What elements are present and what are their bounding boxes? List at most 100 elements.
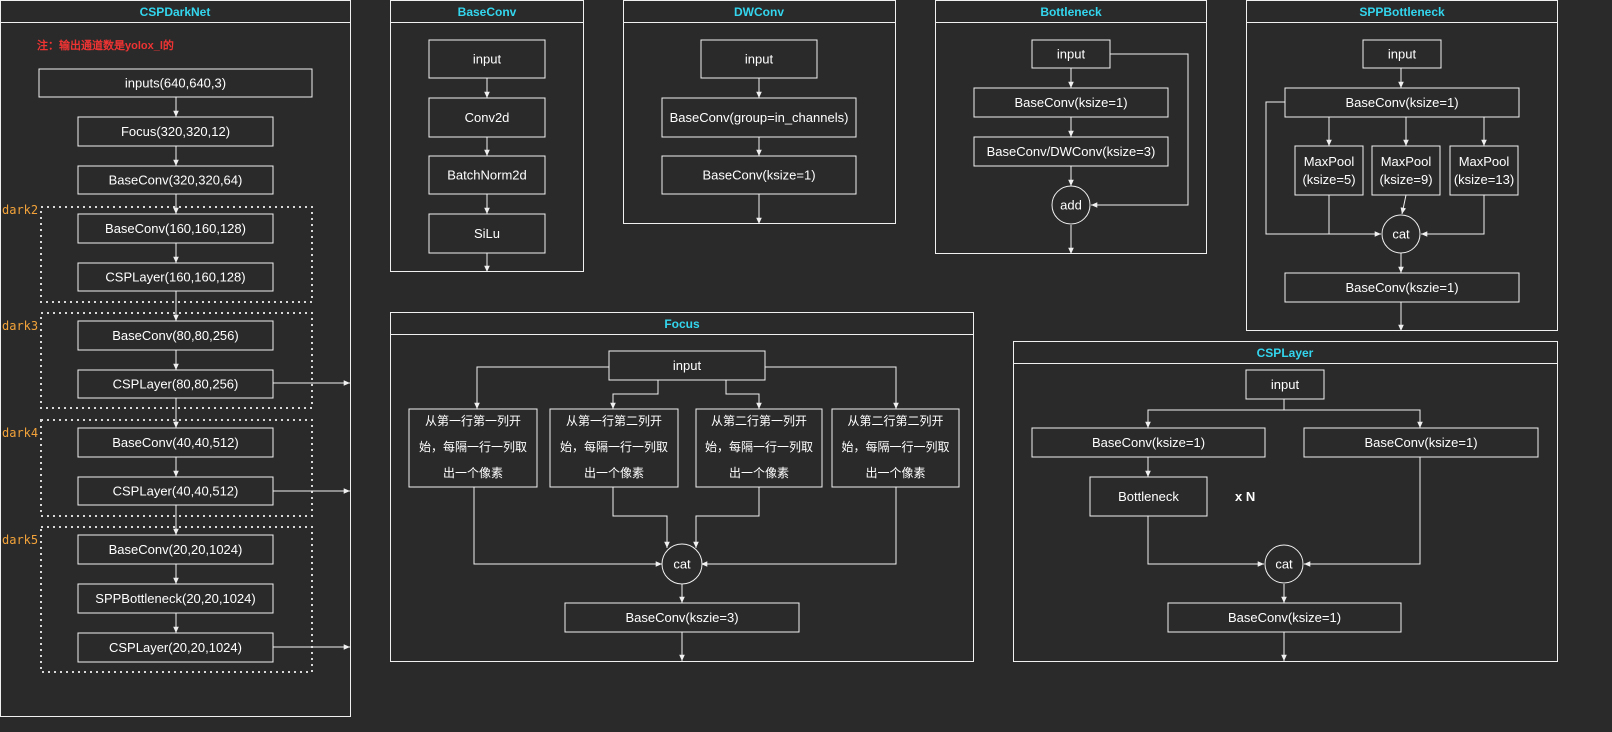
silu-label: SiLu — [474, 226, 500, 241]
dark4-baseconv-label: BaseConv(40,40,512) — [112, 435, 238, 450]
sppbottleneck-panel: SPPBottleneck input BaseConv(ksize=1) Ma… — [1246, 0, 1558, 331]
slice-3-line-2: 始，每隔一行一列取 — [705, 439, 813, 454]
cspdarknet-title-bar — [0, 0, 351, 23]
slice-1-line-1: 从第一行第一列开 — [425, 414, 521, 428]
csplayer-panel: CSPLayer input BaseConv(ksize=1) BaseCon… — [1013, 341, 1558, 662]
add-label: add — [1060, 198, 1082, 213]
focus-panel: Focus input 从第一行第一列开 始，每隔一行一列取 出一个像素 从第一… — [390, 312, 974, 662]
csp-left-conv-label: BaseConv(ksize=1) — [1092, 435, 1205, 450]
inputs-label: inputs(640,640,3) — [125, 76, 226, 91]
maxpool-13-label: MaxPool — [1459, 154, 1510, 169]
csplayer-title: CSPLayer — [1257, 346, 1314, 360]
slice-4-line-3: 出一个像素 — [865, 466, 925, 480]
dark2-baseconv-node — [77, 213, 274, 244]
csplayer-title-bar — [1013, 341, 1558, 364]
focus-conv-node — [564, 602, 800, 633]
baseconv-panel: BaseConv input Conv2d BatchNorm2d SiLu — [390, 0, 584, 272]
spp-conv2-node — [1284, 272, 1520, 303]
batchnorm2d-node — [428, 155, 546, 195]
sppbottleneck-title: SPPBottleneck — [1359, 5, 1445, 19]
slice-3-node — [695, 408, 823, 488]
slice-2-line-1: 从第一行第二列开 — [566, 414, 662, 428]
csp-bottleneck-node — [1089, 476, 1208, 517]
dwconv-input-label: input — [745, 52, 774, 67]
dark2-label: dark2 — [2, 203, 38, 217]
focus-conv-label: BaseConv(kszie=3) — [625, 610, 738, 625]
csp-cat-node — [1264, 544, 1304, 584]
dwconv-title: DWConv — [734, 5, 784, 19]
csp-left-conv-node — [1031, 427, 1266, 458]
maxpool-9-label: MaxPool — [1381, 154, 1432, 169]
inputs-node — [38, 68, 313, 98]
slice-2-line-3: 出一个像素 — [584, 466, 644, 480]
csp-input-node — [1245, 369, 1325, 400]
focus-title-bar — [390, 312, 974, 335]
batchnorm2d-label: BatchNorm2d — [447, 168, 526, 183]
dark5-label: dark5 — [2, 533, 38, 547]
dwconv-title-bar — [623, 0, 896, 23]
dark4-csplayer-node — [77, 476, 274, 506]
csp-input-label: input — [1271, 377, 1300, 392]
dwconv-pointwise-label: BaseConv(ksize=1) — [702, 168, 815, 183]
focus-node — [77, 116, 274, 147]
conv2d-node — [428, 97, 546, 138]
maxpool-5-label: MaxPool — [1304, 154, 1355, 169]
silu-node — [428, 213, 546, 254]
cspdarknet-title: CSPDarkNet — [140, 5, 211, 19]
dark3-group — [40, 312, 313, 409]
slice-3-line-3: 出一个像素 — [729, 466, 789, 480]
bottleneck-title-bar — [935, 0, 1207, 23]
csp-cat-label: cat — [1275, 557, 1293, 572]
maxpool-9-node — [1371, 145, 1441, 196]
csp-bottleneck-label: Bottleneck — [1118, 489, 1179, 504]
maxpool-5-node — [1294, 145, 1364, 196]
cspdarknet-panel: CSPDarkNet 注：输出通道数是yolox_l的 dark2 dark3 … — [0, 0, 351, 717]
dwconv-panel: DWConv input BaseConv(group=in_channels)… — [623, 0, 896, 224]
sppbottleneck-title-bar — [1246, 0, 1558, 23]
dark5-sppbottleneck-label: SPPBottleneck(20,20,1024) — [95, 591, 255, 606]
dark4-label: dark4 — [2, 426, 38, 440]
stem-baseconv-label: BaseConv(320,320,64) — [109, 173, 243, 188]
add-node — [1051, 185, 1091, 225]
bottleneck-panel: Bottleneck input BaseConv(ksize=1) BaseC… — [935, 0, 1207, 254]
dwconv-input-node — [700, 39, 818, 79]
dark5-csplayer-node — [77, 632, 274, 663]
csp-right-conv-label: BaseConv(ksize=1) — [1364, 435, 1477, 450]
csp-right-conv-node — [1303, 427, 1539, 458]
baseconv-title-bar — [390, 0, 584, 23]
baseconv-input-label: input — [473, 52, 502, 67]
dark5-csplayer-label: CSPLayer(20,20,1024) — [109, 640, 242, 655]
cspdarknet-note: 注：输出通道数是yolox_l的 — [37, 38, 174, 52]
dark5-group — [40, 526, 313, 673]
spp-input-node — [1362, 39, 1442, 69]
dark5-sppbottleneck-node — [77, 583, 274, 614]
baseconv-input-node — [428, 39, 546, 79]
bottleneck-repeat-label: x N — [1235, 489, 1255, 504]
slice-1-line-3: 出一个像素 — [443, 466, 503, 480]
slice-4-node — [831, 408, 960, 488]
dark5-baseconv-label: BaseConv(20,20,1024) — [109, 542, 243, 557]
bottleneck-conv3-node — [973, 136, 1169, 167]
focus-title: Focus — [664, 317, 700, 331]
stem-baseconv-node — [77, 165, 274, 195]
bottleneck-conv1-label: BaseConv(ksize=1) — [1014, 95, 1127, 110]
dark4-group — [40, 419, 313, 517]
slice-2-line-2: 始，每隔一行一列取 — [560, 439, 668, 454]
dark4-baseconv-node — [77, 427, 274, 458]
maxpool-13-ksize: (ksize=13) — [1454, 172, 1514, 187]
bottleneck-conv3-label: BaseConv/DWConv(ksize=3) — [987, 144, 1156, 159]
focus-cat-node — [661, 543, 703, 585]
focus-cat-label: cat — [673, 557, 691, 572]
focus-label: Focus(320,320,12) — [121, 124, 230, 139]
dark3-csplayer-label: CSPLayer(80,80,256) — [113, 377, 239, 392]
baseconv-title: BaseConv — [458, 5, 517, 19]
focus-input-label: input — [673, 358, 702, 373]
dwconv-group-node — [661, 97, 857, 138]
slice-1-node — [408, 408, 538, 488]
dark2-baseconv-label: BaseConv(160,160,128) — [105, 221, 246, 236]
csp-out-conv-node — [1167, 602, 1402, 633]
dark3-csplayer-node — [77, 369, 274, 399]
maxpool-5-ksize: (ksize=5) — [1302, 172, 1355, 187]
conv2d-label: Conv2d — [465, 110, 510, 125]
slice-2-node — [549, 408, 679, 488]
